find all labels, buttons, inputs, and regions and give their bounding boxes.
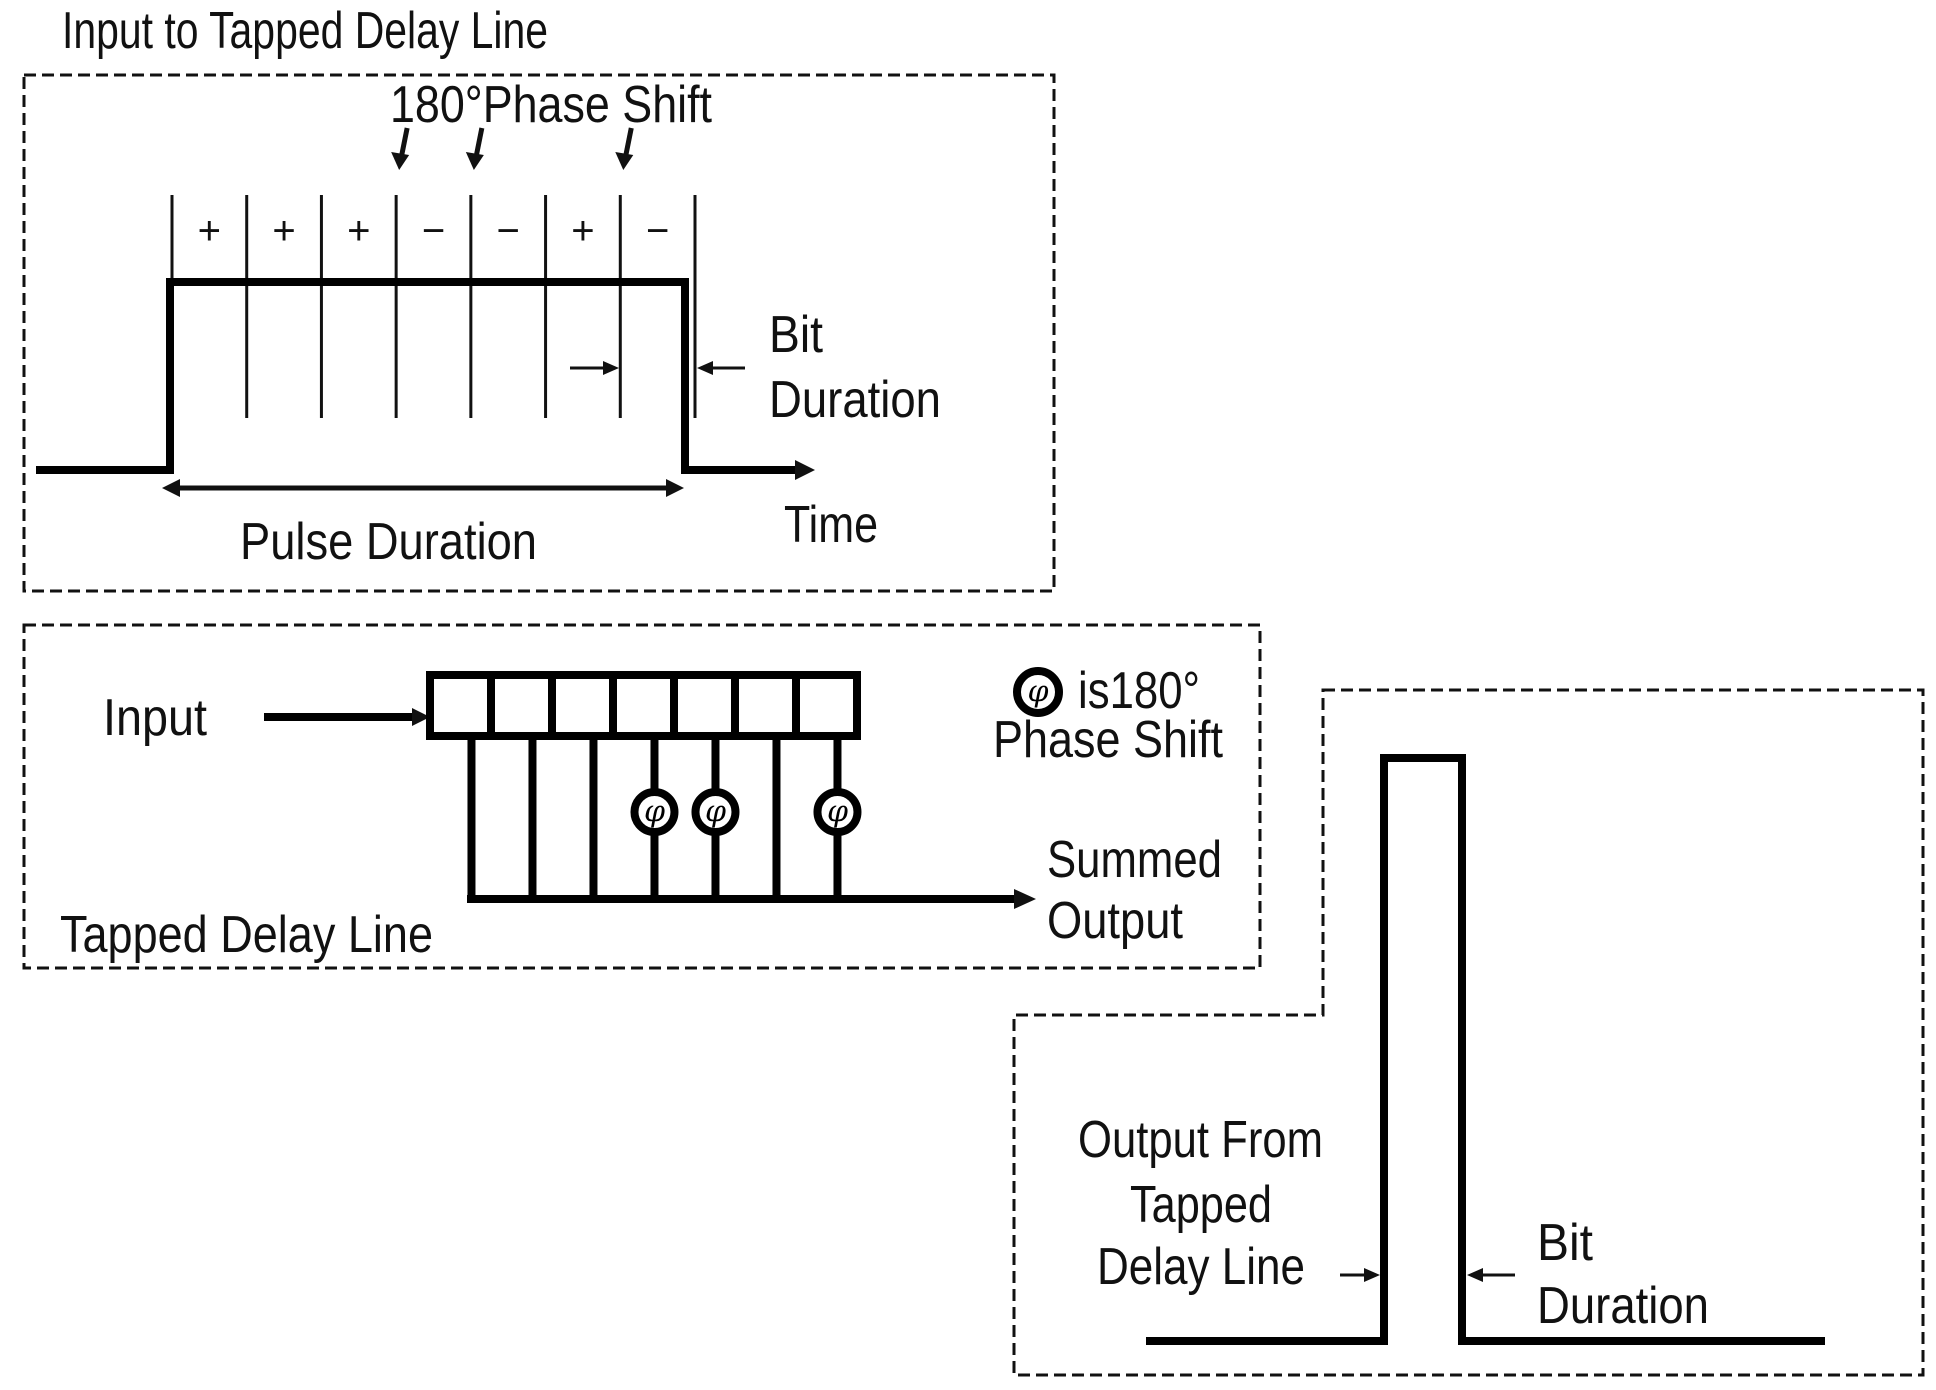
time-axis-label: Time bbox=[784, 496, 878, 554]
output-label-line3: Delay Line bbox=[1097, 1238, 1305, 1296]
phase-shift-glyph: φ bbox=[827, 795, 848, 830]
phase-shift-symbol-icon bbox=[813, 788, 862, 836]
phase-code-sign: − bbox=[646, 209, 669, 253]
summed-output-arrowhead-icon bbox=[1014, 889, 1036, 909]
output-bit-duration-label-line1: Bit bbox=[1537, 1214, 1594, 1272]
delay-line-input-arrowhead-icon bbox=[412, 708, 430, 726]
input-pulse-waveform bbox=[36, 278, 804, 474]
phase-shift-callout-arrows bbox=[391, 127, 634, 170]
phase-code-sign: + bbox=[198, 209, 221, 253]
phase-code-sign: − bbox=[422, 209, 445, 253]
phase-code-sign: + bbox=[272, 209, 295, 253]
legend-phase-symbol-icon bbox=[1013, 667, 1063, 717]
phase-code-sign: − bbox=[497, 209, 520, 253]
input-panel-title: Input to Tapped Delay Line bbox=[62, 2, 548, 60]
delay-line-panel-border bbox=[22, 623, 1262, 970]
phase-shift-symbol-icon bbox=[691, 788, 740, 836]
callout-arrowhead-icon bbox=[391, 152, 410, 170]
pulse-duration-label: Pulse Duration bbox=[240, 513, 537, 571]
delay-register bbox=[426, 671, 861, 740]
callout-arrow-shaft bbox=[398, 127, 410, 159]
output-bit-arrow-left-icon bbox=[1467, 1268, 1483, 1282]
phase-shift-callout: 180°Phase Shift bbox=[390, 76, 712, 134]
delay-line-panel: Input φ φ φ φ is180° Phase Shift Summed Ou… bbox=[22, 623, 1262, 970]
output-label-line1: Output From bbox=[1078, 1111, 1323, 1169]
output-panel-border bbox=[1012, 688, 1925, 1377]
callout-arrow-shaft bbox=[622, 127, 634, 159]
bit-duration-arrow-right-icon bbox=[603, 361, 619, 375]
delay-cells bbox=[426, 671, 861, 740]
output-panel: Output From Tapped Delay Line Bit Durati… bbox=[1012, 688, 1925, 1377]
output-label-line2: Tapped bbox=[1130, 1176, 1272, 1234]
phase-legend: φ is180° Phase Shift bbox=[993, 662, 1223, 769]
summed-output-label-line2: Output bbox=[1047, 892, 1183, 950]
pulse-duration-arrow-right-icon bbox=[666, 479, 684, 497]
summed-output-label-line1: Summed bbox=[1047, 831, 1222, 889]
phase-shift-symbol-icon bbox=[630, 788, 679, 836]
legend-text-line2: Phase Shift bbox=[993, 711, 1223, 769]
pulse-duration-arrow-left-icon bbox=[162, 479, 180, 497]
phase-code-sign: + bbox=[571, 209, 594, 253]
time-axis-arrowhead bbox=[795, 460, 815, 480]
output-bit-arrow-right-icon bbox=[1364, 1268, 1380, 1282]
input-panel: Input to Tapped Delay Line 180°Phase Shi… bbox=[22, 2, 1056, 593]
bit-duration-arrow-left-icon bbox=[697, 361, 713, 375]
bit-duration-label-line1: Bit bbox=[769, 306, 823, 364]
phase-shift-glyph: φ bbox=[644, 795, 665, 830]
phase-shift-glyph: φ bbox=[705, 795, 726, 830]
bit-boundary-lines bbox=[170, 195, 697, 418]
input-panel-border bbox=[22, 73, 1056, 593]
bit-duration-label-line2: Duration bbox=[769, 371, 941, 429]
callout-arrow-shaft bbox=[473, 127, 485, 159]
phase-code-signs: + + + − − + − bbox=[198, 209, 670, 253]
legend-phase-glyph: φ bbox=[1027, 675, 1048, 710]
delay-line-panel-label: Tapped Delay Line bbox=[60, 906, 433, 964]
output-bit-duration-label-line2: Duration bbox=[1537, 1277, 1709, 1335]
compressed-output-pulse bbox=[1146, 754, 1825, 1345]
phase-code-sign: + bbox=[347, 209, 370, 253]
legend-text-line1: is180° bbox=[1078, 662, 1200, 720]
callout-arrowhead-icon bbox=[615, 152, 634, 170]
callout-arrowhead-icon bbox=[465, 152, 484, 170]
delay-line-input-label: Input bbox=[103, 689, 207, 747]
